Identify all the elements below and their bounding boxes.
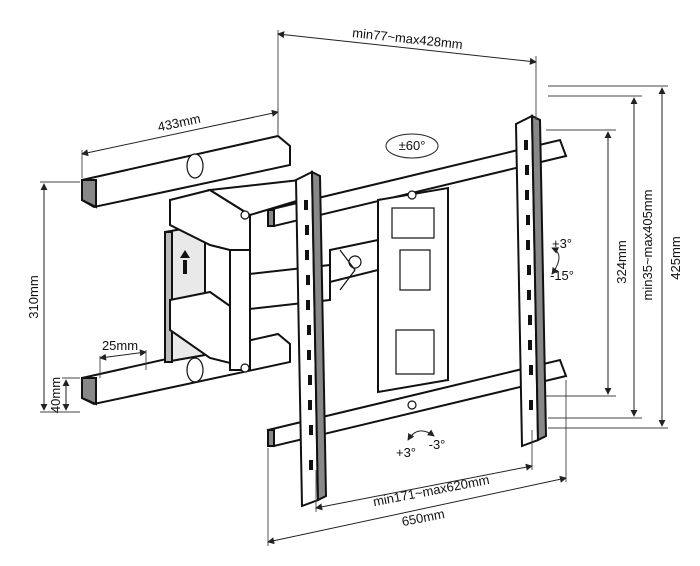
swivel-label: ±60° <box>399 138 426 153</box>
vertical-pattern-label: 324mm <box>614 240 629 283</box>
tv-bracket-width-label: 650mm <box>400 506 445 529</box>
level-plus-label: +3° <box>396 445 416 460</box>
horizontal-range-label: min171~max620mm <box>372 472 491 509</box>
tilt-down-label: -15° <box>550 268 574 283</box>
wall-plate <box>81 134 291 406</box>
wall-rail-spacing-label: 25mm <box>102 338 138 353</box>
level-minus-label: -3° <box>429 437 446 452</box>
tv-bracket <box>266 114 568 508</box>
wall-plate-height-label: 310mm <box>26 275 41 318</box>
tilt-up-label: +3° <box>552 236 572 251</box>
rotation-indicators <box>385 133 560 441</box>
vertical-range-label: min35~max405mm <box>640 190 655 301</box>
wall-rail-height-label: 40mm <box>48 377 63 413</box>
wall-plate-width-label: 433mm <box>156 111 202 135</box>
tv-bracket-height-label: 425mm <box>668 236 683 279</box>
dimension-lines <box>40 30 668 546</box>
